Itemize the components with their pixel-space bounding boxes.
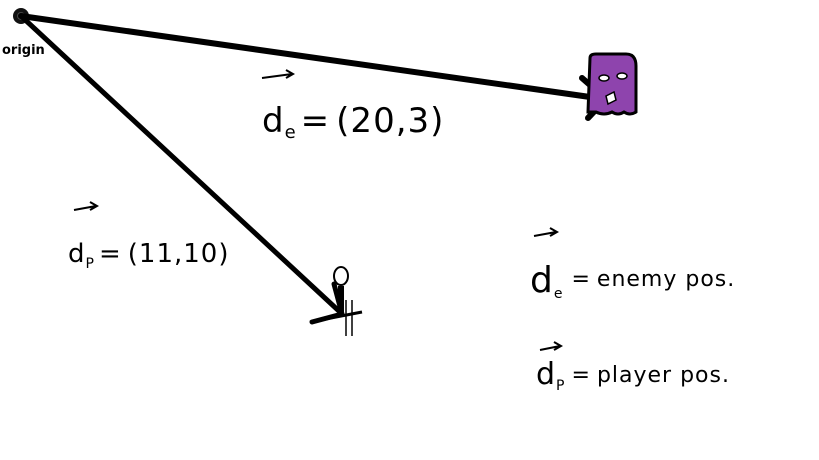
svg-text:de=enemy pos.: de = enemy pos. <box>530 260 735 302</box>
svg-text:dP=(11,10): dP=(11,10) <box>68 239 230 272</box>
player-vector-subscript: P <box>86 256 95 272</box>
legend-enemy-symbol: d <box>530 260 554 301</box>
player-vector-value: (11,10) <box>128 239 230 269</box>
legend-player-equals: = <box>572 363 591 388</box>
stick-player-icon <box>309 266 363 336</box>
legend-player-text: player pos. <box>597 363 730 388</box>
vector-arrow-accent <box>73 201 100 211</box>
legend-item-enemy: de = enemy pos. <box>530 227 735 302</box>
origin-label: origin <box>2 43 45 58</box>
ghost-enemy-icon <box>586 52 638 116</box>
vector-arrow-accent <box>533 227 560 237</box>
legend-player-subscript: P <box>556 378 565 394</box>
svg-text:de=(20,3): de=(20,3) <box>262 101 444 143</box>
legend-item-player: dP =player pos. <box>536 341 730 394</box>
player-vector-symbol: d <box>68 239 86 269</box>
player-vector-arrow <box>18 13 345 325</box>
player-vector-label: dP=(11,10) <box>68 201 230 272</box>
enemy-vector-label: de=(20,3) <box>261 69 444 143</box>
legend-enemy-equals: = <box>571 267 590 292</box>
enemy-vector-symbol: d <box>262 101 285 141</box>
enemy-vector-value: (20,3) <box>336 101 444 141</box>
vector-arrow-accent <box>261 69 296 79</box>
legend-enemy-subscript: e <box>554 286 564 302</box>
legend-enemy-text: enemy pos. <box>597 267 735 292</box>
legend: de=enemy pos. dP=player pos. <box>530 227 735 394</box>
player-vector-equals: = <box>99 239 122 269</box>
svg-text:dP=player pos.: dP =player pos. <box>536 357 730 394</box>
enemy-vector-equals: = <box>301 101 331 141</box>
vector-arrow-accent <box>539 341 564 351</box>
legend-player-symbol: d <box>536 357 556 392</box>
enemy-vector-subscript: e <box>285 122 297 143</box>
